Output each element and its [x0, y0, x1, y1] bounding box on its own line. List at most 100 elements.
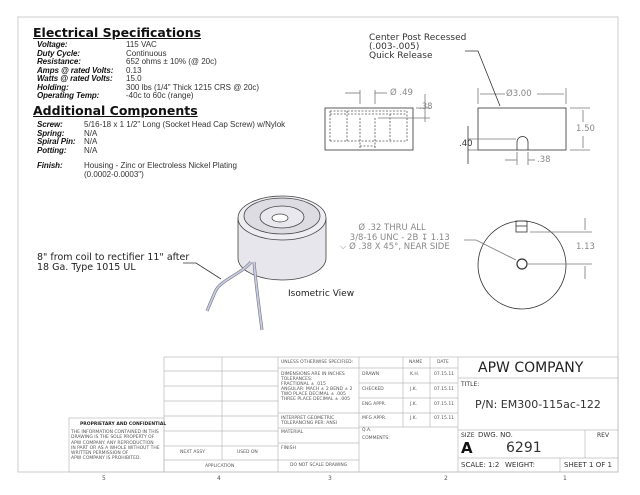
component-value: 5/16-18 x 1 1/2" Long (Socket Head Cap S…	[84, 120, 286, 129]
title-label: TITLE:	[461, 381, 480, 388]
zone-label: 2	[444, 475, 448, 482]
name-header: NAME	[409, 360, 423, 365]
note-line: 18 Ga. Type 1015 UL	[37, 261, 136, 273]
dim-offset-113: 1.13	[576, 242, 595, 252]
component-label: Screw:	[37, 120, 63, 129]
line: APW COMPANY. ANY REPRODUCTION	[71, 440, 154, 446]
finish-value: Housing - Zinc or Electroless Nickel Pla…	[84, 161, 237, 170]
company-name: APW COMPANY	[478, 360, 584, 376]
approval-role: Q.A.	[362, 428, 372, 433]
top-view	[464, 218, 592, 310]
component-value: N/A	[84, 128, 98, 138]
spec-label: Operating Temp:	[37, 91, 100, 100]
material-label: MATERIAL	[281, 430, 304, 435]
note-line: 3/8-16 UNC - 2B ↧ 1.13	[349, 232, 450, 243]
thread-callout: Ø .32 THRU ALL 3/8-16 UNC - 2B ↧ 1.13 ⌵ …	[340, 223, 450, 253]
scale: SCALE: 1:2	[461, 461, 500, 469]
approval-name: J.K.	[410, 416, 418, 421]
tol-line: DIMENSIONS ARE IN INCHES	[281, 372, 345, 377]
zone-label: 5	[102, 475, 106, 482]
comments-label: COMMENTS:	[362, 436, 390, 441]
spec-label: Resistance:	[37, 57, 81, 66]
dim-diameter-300: Ø3.00	[506, 89, 532, 99]
isometric-view-label: Isometric View	[288, 289, 355, 299]
note-line: Ø .32 THRU ALL	[358, 223, 426, 233]
component-value: N/A	[84, 145, 98, 155]
zone-label: 1	[563, 475, 567, 482]
proprietary-title: PROPRIETARY AND CONFIDENTIAL	[80, 422, 167, 427]
wire-note: 8" from coil to rectifier 11" after 18 G…	[37, 253, 189, 272]
finish-label: Finish:	[37, 161, 63, 170]
isometric-view	[183, 195, 327, 331]
spec-label: Voltage:	[37, 40, 68, 49]
approval-role: DRAWN	[362, 372, 380, 377]
component-label: Spiral Pin:	[37, 137, 76, 146]
approval-date: 07.15.11	[434, 402, 455, 407]
spec-value: 115 VAC	[126, 40, 157, 49]
line: DRAWING IS THE SOLE PROPERTY OF	[71, 435, 155, 441]
spec-label: Holding:	[37, 82, 69, 92]
line: WRITTEN PERMISSION OF	[71, 451, 129, 457]
size-value: A	[461, 439, 473, 457]
approval-name: J.K.	[410, 387, 418, 392]
line: THE INFORMATION CONTAINED IN THIS	[71, 430, 159, 435]
approval-date: 07.15.11	[434, 416, 455, 421]
title-block-grid	[68, 356, 619, 473]
dim-slot-040: .40	[459, 139, 473, 149]
finish-field-label: FINISH	[281, 446, 296, 451]
unless-specified: UNLESS OTHERWISE SPECIFIED:	[281, 360, 354, 365]
weight: WEIGHT:	[505, 461, 535, 469]
line: TOLERANCING PER: ANSI	[281, 421, 337, 426]
dim-diameter-049: Ø .49	[390, 88, 413, 98]
tol-line: ANGULAR: MACH ± 2 BEND ± 2	[281, 387, 353, 392]
approval-name: K.H.	[410, 372, 420, 377]
tol-line: TWO PLACE DECIMAL ± .005	[281, 392, 346, 397]
date-header: DATE	[437, 360, 449, 365]
spec-value: 300 lbs (1/4" Thick 1215 CRS @ 20c)	[126, 82, 260, 92]
dwg-no-label: DWG. NO.	[478, 431, 513, 439]
line: APW COMPANY IS PROHIBITED.	[71, 456, 141, 462]
spec-value: Continuous	[126, 48, 167, 58]
dim-slot-038: .38	[537, 155, 551, 165]
center-post-note: Center Post Recessed (.003-.005) Quick R…	[369, 34, 466, 61]
dim-height-150: 1.50	[576, 124, 595, 134]
approval-role: MFG APPR.	[362, 416, 387, 421]
spec-label: Amps @ rated Volts:	[37, 65, 114, 75]
zone-label: 3	[328, 475, 332, 482]
finish-value-thickness: (0.0002-0.0003")	[84, 169, 144, 179]
spec-value: 652 ohms ± 10% (@ 20c)	[126, 57, 217, 66]
note-line: Center Post Recessed	[369, 33, 467, 43]
line: IN PART OR AS A WHOLE WITHOUT THE	[71, 445, 160, 451]
component-value: N/A	[84, 137, 98, 146]
application-label: APPLICATION	[205, 464, 235, 469]
tol-line: FRACTIONAL ± .015	[281, 382, 326, 387]
sheet-number: SHEET 1 OF 1	[564, 461, 612, 469]
spec-label: Watts @ rated Volts:	[37, 74, 113, 83]
spec-value: -40c to 60c (range)	[126, 91, 194, 100]
tol-line: TOLERANCES:	[281, 377, 313, 382]
note-line: (.003-.005)	[369, 42, 420, 52]
used-on-label: USED ON	[237, 450, 258, 455]
next-assy-label: NEXT ASSY	[180, 450, 205, 455]
dim-depth-038: .38	[419, 102, 433, 112]
spec-value: 0.13	[126, 65, 142, 75]
additional-components-heading: Additional Components	[33, 103, 198, 118]
front-section-view	[324, 90, 430, 151]
component-label: Potting:	[37, 145, 67, 155]
zone-label: 4	[217, 475, 221, 482]
approval-date: 07.15.11	[434, 387, 455, 392]
note-line: ⌵ Ø .38 X 45°, NEAR SIDE	[340, 242, 450, 252]
tol-line: THREE PLACE DECIMAL ± .005	[281, 397, 351, 402]
rev-label: REV	[597, 432, 610, 439]
line: INTERPRET GEOMETRIC	[281, 416, 335, 421]
drawing-number: 6291	[506, 440, 542, 456]
side-view	[465, 50, 590, 165]
note-line: 8" from coil to rectifier 11" after	[37, 252, 190, 263]
approval-date: 07.15.11	[434, 372, 455, 377]
part-number: P/N: EM300-115ac-122	[475, 398, 601, 411]
approval-name: J.K.	[410, 402, 418, 407]
component-label: Spring:	[37, 128, 65, 138]
